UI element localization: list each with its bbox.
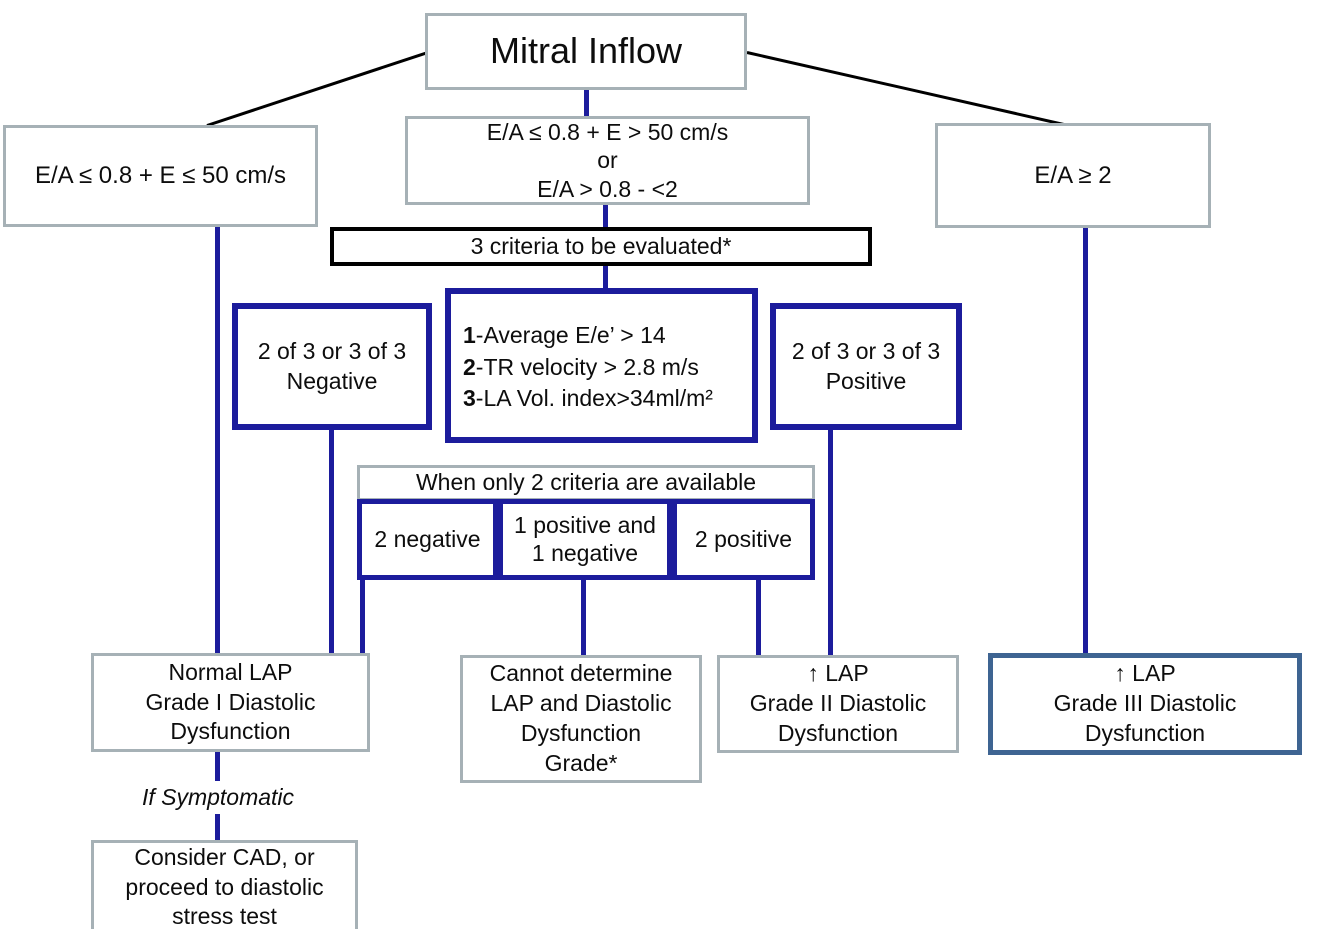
node-consider-cad: Consider CAD, or proceed to diastolic st… <box>91 840 358 929</box>
criteria-number: 3 <box>463 385 476 412</box>
criteria-text: -TR velocity > 2.8 m/s <box>475 353 699 380</box>
node-2-positive: 2 positive <box>672 499 815 580</box>
node-label: 2 positive <box>694 525 793 552</box>
connector-mid-to-criteria-header <box>603 205 608 229</box>
label-if-symptomatic: If Symptomatic <box>118 784 318 811</box>
node-label: E/A ≥ 2 <box>1034 161 1112 189</box>
node-mitral-inflow: Mitral Inflow <box>425 13 747 90</box>
node-label: 2 negative <box>374 525 481 552</box>
node-label: Mitral Inflow <box>489 30 683 72</box>
node-normal-lap-grade1: Normal LAP Grade I Diastolic Dysfunction <box>91 653 370 752</box>
node-ea-low-e-low: E/A ≤ 0.8 + E ≤ 50 cm/s <box>3 125 318 227</box>
node-label: 1 positive and 1 negative <box>514 511 656 566</box>
node-2-criteria-header: When only 2 criteria are available <box>357 465 815 501</box>
node-label: Normal LAP Grade I Diastolic Dysfunction <box>145 658 316 745</box>
connector-criteria-header-to-list <box>603 264 608 290</box>
criteria-item-3: 3-LA Vol. index>34ml/m² <box>463 383 713 415</box>
node-3-criteria-header: 3 criteria to be evaluated* <box>330 227 872 266</box>
node-label: E/A ≤ 0.8 + E > 50 cm/s or E/A > 0.8 - <… <box>486 119 729 202</box>
node-lap-grade3: ↑ LAP Grade III Diastolic Dysfunction <box>988 653 1302 755</box>
criteria-item-2: 2-TR velocity > 2.8 m/s <box>463 352 699 384</box>
connector-root-to-left-diagonal <box>206 51 426 127</box>
node-1pos-1neg: 1 positive and 1 negative <box>498 499 672 580</box>
connector-if-symptomatic-to-consider-cad <box>215 814 220 841</box>
node-cannot-determine: Cannot determine LAP and Diastolic Dysfu… <box>460 655 702 783</box>
criteria-number: 1 <box>463 322 476 348</box>
node-label: ↑ LAP Grade III Diastolic Dysfunction <box>1053 660 1237 746</box>
node-ea-high: E/A ≥ 2 <box>935 123 1211 228</box>
node-label: Cannot determine LAP and Diastolic Dysfu… <box>489 660 673 776</box>
node-label: When only 2 criteria are available <box>415 469 757 496</box>
criteria-item-1: 1-Average E/e’ > 14 <box>463 320 666 352</box>
connector-negative-to-normal-lap <box>329 428 334 654</box>
node-positive-2of3: 2 of 3 or 3 of 3 Positive <box>770 303 962 430</box>
connector-root-to-mid <box>584 90 589 118</box>
node-criteria-list: 1-Average E/e’ > 14 2-TR velocity > 2.8 … <box>445 288 758 443</box>
connector-normal-lap-to-if-symptomatic <box>215 751 220 781</box>
node-2-negative: 2 negative <box>357 499 498 580</box>
node-label: 3 criteria to be evaluated* <box>470 232 732 259</box>
connector-1pos1neg-to-cannot-determine <box>581 578 586 656</box>
node-label: If Symptomatic <box>141 784 295 810</box>
node-ea-low-e-high: E/A ≤ 0.8 + E > 50 cm/s or E/A > 0.8 - <… <box>405 116 810 205</box>
connector-2positive-to-grade2 <box>756 578 761 656</box>
node-label: E/A ≤ 0.8 + E ≤ 50 cm/s <box>34 162 287 190</box>
connector-left-to-normal-lap <box>215 226 220 654</box>
node-label: 2 of 3 or 3 of 3 Positive <box>791 337 941 394</box>
criteria-number: 2 <box>463 353 476 380</box>
connector-2negative-to-normal-lap <box>360 578 365 654</box>
criteria-text: -LA Vol. index>34ml/m² <box>475 385 713 412</box>
node-label: ↑ LAP Grade II Diastolic Dysfunction <box>749 660 927 746</box>
node-negative-2of3: 2 of 3 or 3 of 3 Negative <box>232 303 432 430</box>
node-lap-grade2: ↑ LAP Grade II Diastolic Dysfunction <box>717 655 959 753</box>
criteria-text: -Average E/e’ > 14 <box>475 322 666 348</box>
node-label: 2 of 3 or 3 of 3 Negative <box>257 337 407 394</box>
connector-positive-to-grade2 <box>828 428 833 656</box>
connector-right-to-grade3 <box>1083 227 1088 654</box>
node-label: Consider CAD, or proceed to diastolic st… <box>125 843 324 929</box>
